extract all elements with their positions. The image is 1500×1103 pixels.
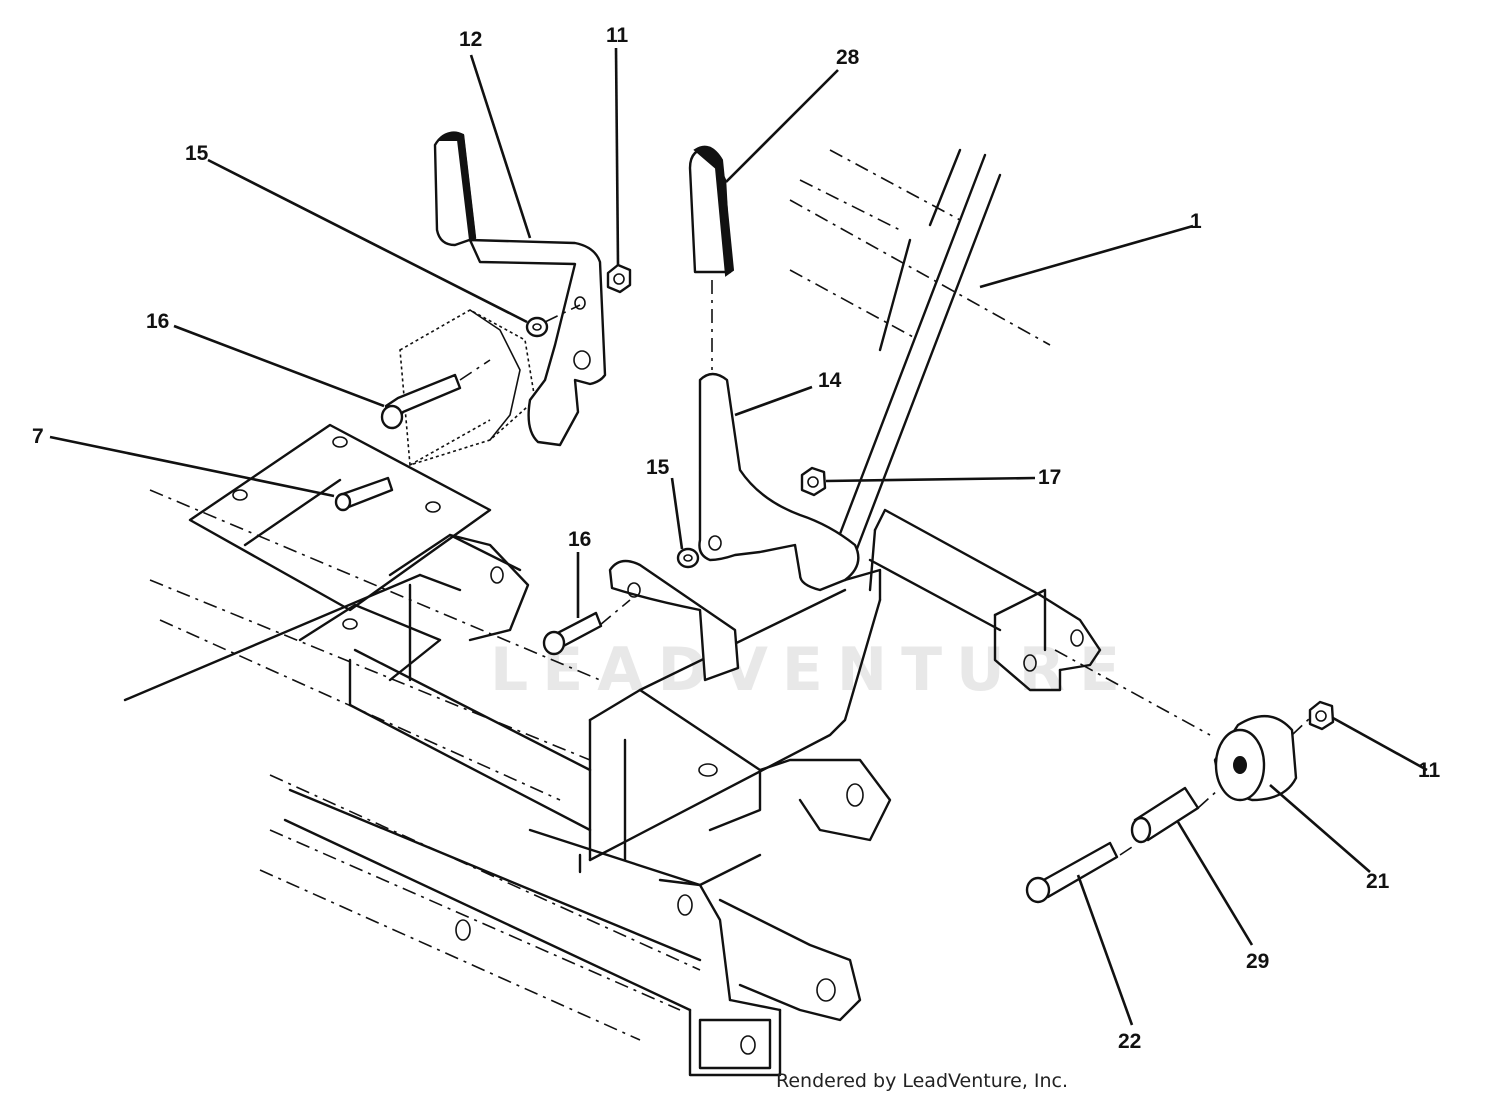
callout-29: 29 [1246, 950, 1269, 973]
callout-28: 28 [836, 46, 860, 69]
footer-credit: Rendered by LeadVenture, Inc. [776, 1070, 1069, 1092]
callout-16-lower: 16 [568, 528, 591, 551]
callout-22: 22 [1118, 1030, 1141, 1053]
callout-21: 21 [1366, 870, 1390, 893]
lever-14 [698, 372, 860, 592]
callout-11-right: 11 [1418, 759, 1441, 782]
callout-1: 1 [1190, 210, 1202, 233]
callout-14: 14 [818, 369, 842, 392]
pedal-pad-28 [688, 145, 735, 370]
callout-15-lower: 15 [646, 456, 670, 479]
callout-labels: 12 11 28 15 1 16 14 7 15 17 16 11 21 29 … [32, 24, 1441, 1053]
callout-15: 15 [185, 142, 209, 165]
callout-7: 7 [32, 425, 44, 448]
leader-lines [49, 47, 1428, 1026]
callout-17: 17 [1038, 466, 1061, 489]
pivot-bracket [608, 559, 740, 682]
pedal-12 [433, 131, 607, 447]
callout-11: 11 [606, 24, 629, 47]
watermark: LEADVENTURE [490, 635, 1134, 705]
hardware [334, 263, 1335, 904]
pivot-plate [399, 309, 536, 467]
frame [123, 148, 1102, 1077]
callout-16: 16 [146, 310, 169, 333]
callout-12: 12 [459, 28, 482, 51]
